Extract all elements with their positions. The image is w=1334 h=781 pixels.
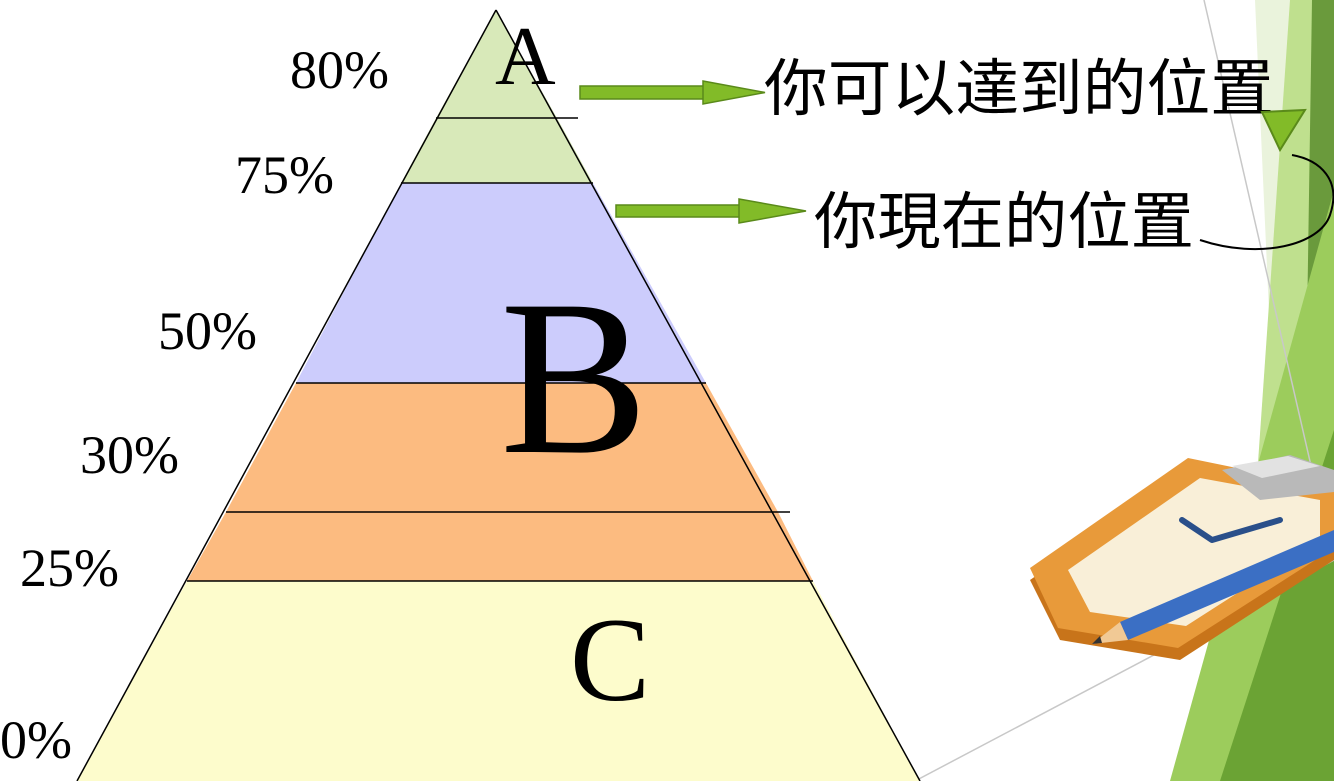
tier-a-band-top <box>436 10 557 118</box>
arrow-right-icon <box>579 80 766 105</box>
checkmark-icon <box>1179 517 1283 543</box>
current-position-text: 你現在的位置 <box>814 185 1194 258</box>
curved-arrow-icon <box>1199 108 1334 251</box>
percent-label-0: 0% <box>0 710 72 770</box>
pencil-icon <box>1092 530 1334 644</box>
tier-c-band <box>77 581 920 781</box>
pyramid: A B C <box>76 9 921 781</box>
clipboard-icon <box>1030 455 1334 660</box>
arrow-right-icon <box>615 198 807 224</box>
percent-label-50: 50% <box>158 301 257 361</box>
tier-b-band <box>296 183 706 383</box>
tier-b-label: B <box>500 255 648 501</box>
pyramid-right-edge <box>495 9 921 781</box>
percent-labels: 80% 75% 50% 30% 25% 0% <box>0 40 389 770</box>
tier-c-label: C <box>570 593 650 726</box>
target-position-text: 你可以達到的位置 <box>764 52 1274 125</box>
tier-orange-band-top <box>226 383 778 512</box>
tier-orange-band-bottom <box>187 512 813 581</box>
percent-label-25: 25% <box>20 538 119 598</box>
target-callout: 你可以達到的位置 <box>579 52 1274 125</box>
tier-a-band-bottom <box>401 118 593 183</box>
pyramid-left-edge <box>76 9 497 781</box>
clipboard-illustration <box>1030 455 1334 660</box>
percent-label-75: 75% <box>235 145 334 205</box>
tier-a-label: A <box>495 10 556 103</box>
percent-label-30: 30% <box>80 425 179 485</box>
current-callout: 你現在的位置 <box>615 185 1194 258</box>
theme-thin-line-1 <box>1203 0 1313 471</box>
percent-label-80: 80% <box>290 40 389 100</box>
